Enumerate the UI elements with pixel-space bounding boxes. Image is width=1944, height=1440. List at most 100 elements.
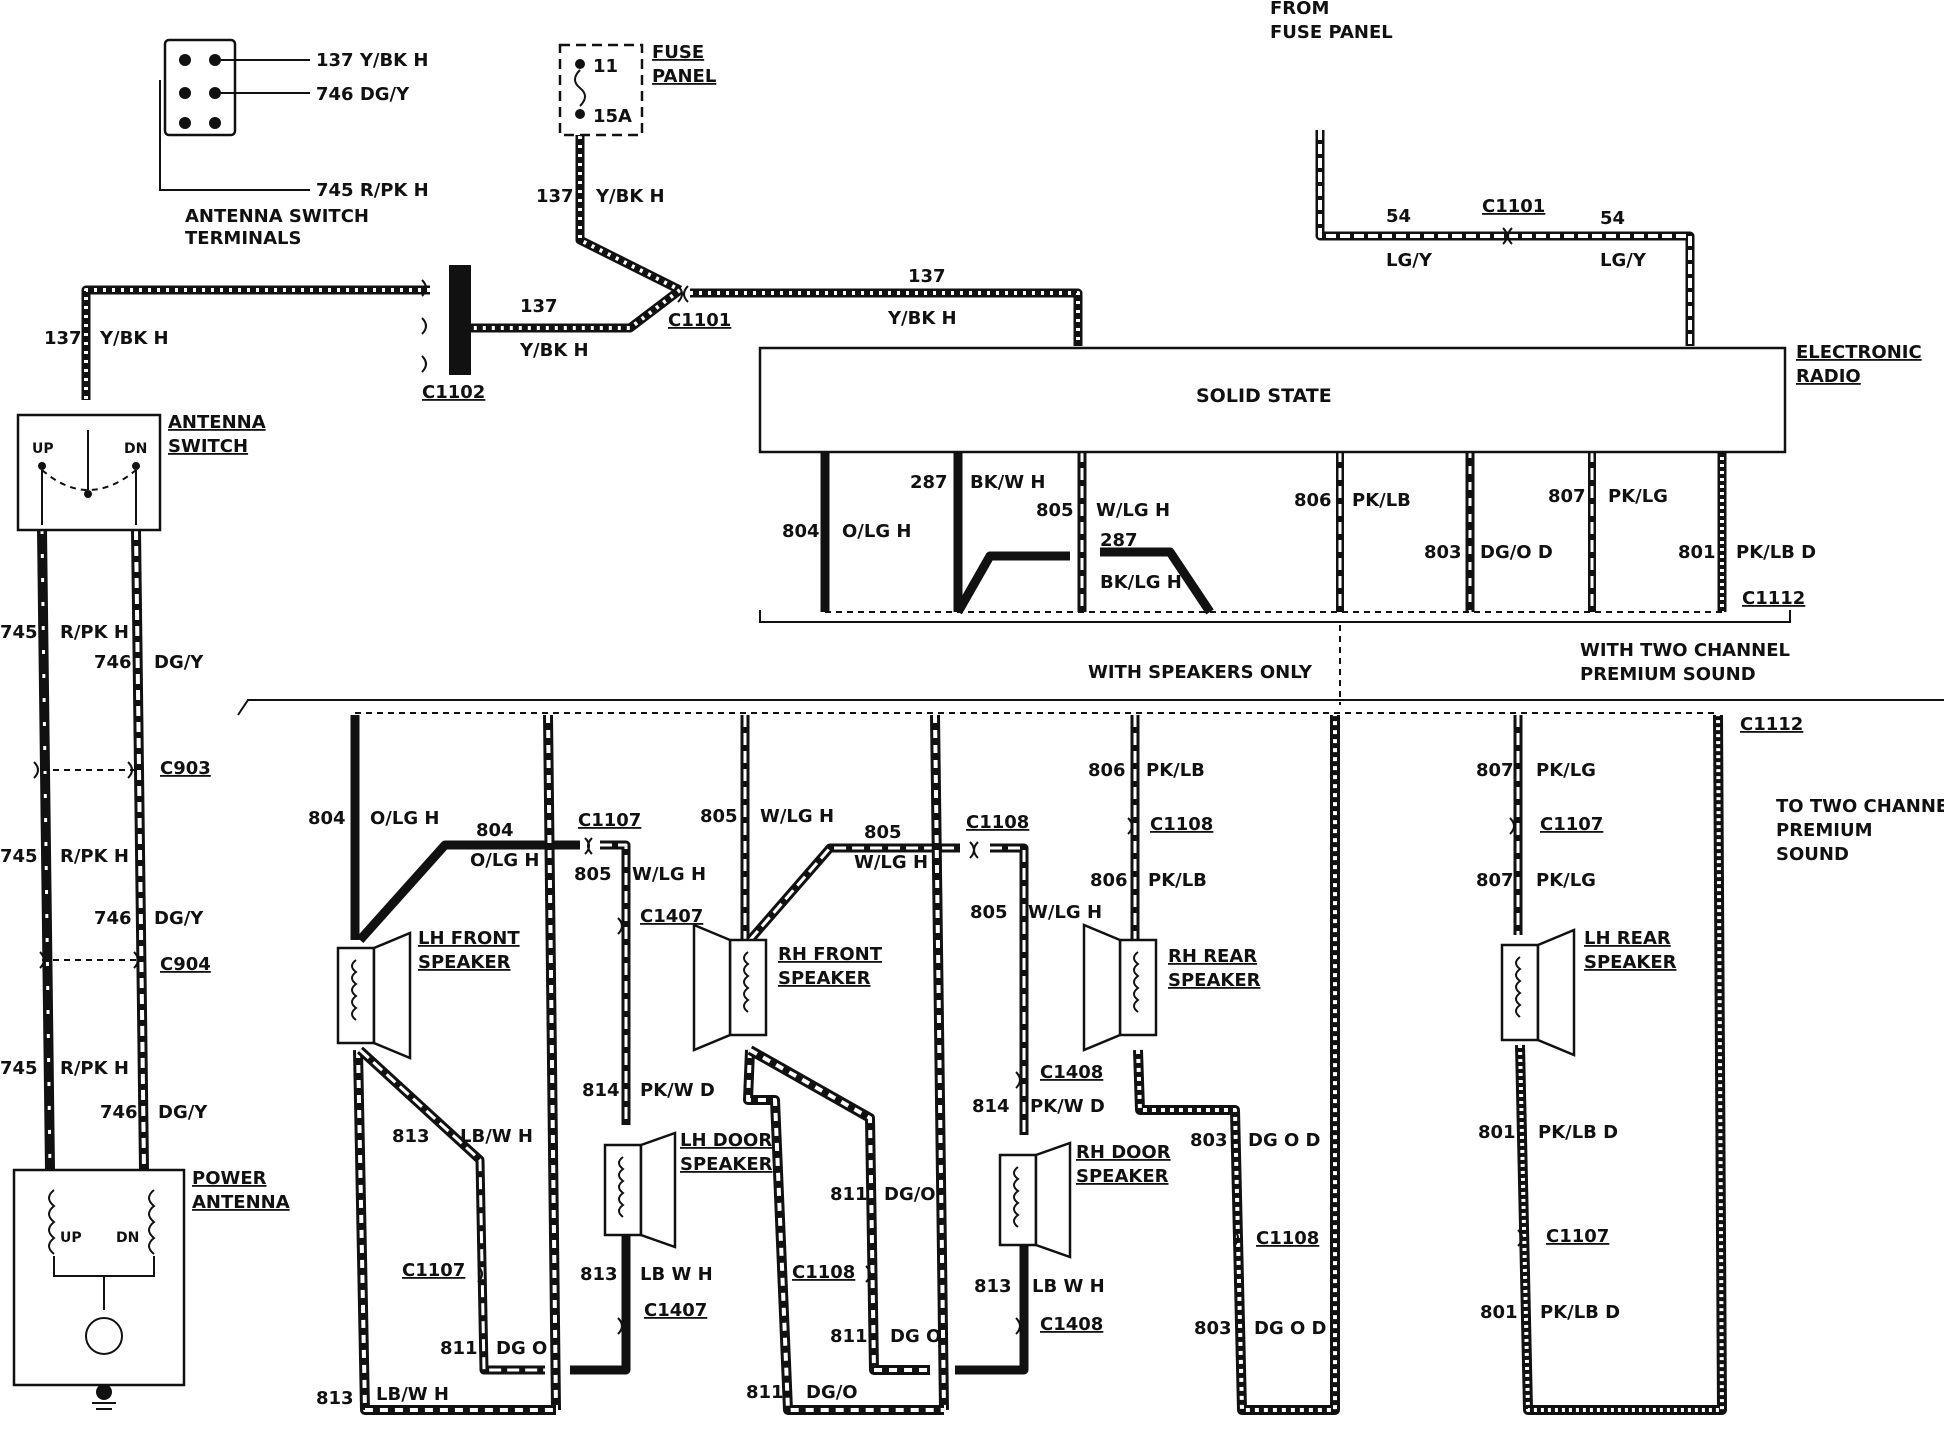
antenna-switch-terminals-label: ANTENNA SWITCH (185, 206, 369, 227)
rhf-dgo-b: DG O (890, 1326, 941, 1347)
color-yb-fuse: Y/BK H (595, 186, 665, 207)
electronic-radio-label: ELECTRONIC (1796, 342, 1922, 363)
rhf-811-b: 811 (830, 1326, 868, 1347)
radio-wlg: W/LG H (1096, 500, 1170, 521)
wire-137-c1101-c1102 (470, 286, 683, 333)
lh-rear-label-2: SPEAKER (1584, 952, 1677, 973)
rhf-814: 814 (972, 1096, 1010, 1117)
circuit-137-mid: 137 (520, 296, 558, 317)
antenna-switch-terminals (159, 38, 310, 191)
rhf-811-c: 811 (746, 1382, 784, 1403)
radio-803: 803 (1424, 542, 1462, 563)
lh-front-label: LH FRONT (418, 928, 520, 949)
lh-door-label: LH DOOR (680, 1130, 772, 1151)
rhf-dgo-a: DG/O (884, 1184, 936, 1205)
c1112-label-top: C1112 (1742, 588, 1805, 609)
radio-olg: O/LG H (842, 521, 911, 542)
rh-door-label: RH DOOR (1076, 1142, 1171, 1163)
rhf-805-a: 805 (700, 806, 738, 827)
radio-bkwh: BK/W H (970, 472, 1045, 493)
rh-door-label-2: SPEAKER (1076, 1166, 1169, 1187)
c1108-rhr: C1108 (1150, 814, 1213, 835)
to-two-channel-label: TO TWO CHANNEL (1776, 796, 1944, 817)
wire-745 (37, 529, 55, 1171)
wire-137-fuse (575, 118, 683, 295)
radio-807: 807 (1548, 486, 1586, 507)
rhr-803-b: 803 (1194, 1318, 1232, 1339)
power-antenna-up: UP (60, 1230, 82, 1246)
lhr-pklg-b: PK/LG (1536, 870, 1596, 891)
ant-746-c: 746 (100, 1102, 138, 1123)
antenna-switch (16, 413, 162, 532)
fuse-panel-label: FUSE (652, 42, 704, 63)
ant-745-b: 745 (0, 846, 38, 867)
lhf-804-b: 804 (476, 820, 514, 841)
antenna-switch-label-2: SWITCH (168, 436, 248, 457)
radio-801: 801 (1678, 542, 1716, 563)
ant-rpk-c: R/PK H (60, 1058, 129, 1079)
with-two-channel-label-2: PREMIUM SOUND (1580, 664, 1756, 685)
radio-out-wires (820, 450, 1727, 615)
lh-rear-wires (1513, 714, 1727, 1415)
rhf-pkwd: PK/W D (1030, 1096, 1105, 1117)
power-antenna-dn: DN (116, 1230, 139, 1246)
rhr-dgod-a: DG O D (1248, 1130, 1321, 1151)
connector-arcs (33, 227, 1523, 1335)
rhf-dgo-c: DG/O (806, 1382, 858, 1403)
fuse-rating: 15A (593, 106, 632, 127)
rhf-805-c: 805 (970, 902, 1008, 923)
lhf-813: 813 (392, 1126, 430, 1147)
wire-137-radio (690, 288, 1083, 346)
rh-front-speaker-icon (692, 923, 768, 1052)
circuit-54-b: 54 (1600, 208, 1625, 229)
c1408-b: C1408 (1040, 1314, 1103, 1335)
power-antenna (12, 1168, 186, 1410)
ant-rpk-b: R/PK H (60, 846, 129, 867)
wire-54-lgy (1315, 130, 1695, 346)
wires (37, 118, 1727, 1415)
lh-front-label-2: SPEAKER (418, 952, 511, 973)
color-yb-radio: Y/BK H (887, 308, 957, 329)
lhr-pklbd-a: PK/LB D (1538, 1122, 1618, 1143)
rhf-wlg-c: W/LG H (1028, 902, 1102, 923)
rh-rear-speaker-icon (1082, 923, 1158, 1052)
lhf-olg-b: O/LG H (470, 850, 539, 871)
lhf-811: 811 (440, 1338, 478, 1359)
radio-pklbd: PK/LB D (1736, 542, 1816, 563)
c1101-label: C1101 (668, 310, 731, 331)
ant-dgy-a: DG/Y (154, 652, 204, 673)
color-lgy-b: LG/Y (1600, 250, 1647, 271)
from-fuse-panel-label: FROM (1270, 0, 1329, 19)
rh-door-speaker-icon (998, 1141, 1072, 1259)
terminal-746-label: 746 DG/Y (316, 84, 410, 105)
rhr-pklb-b: PK/LB (1148, 870, 1207, 891)
lhr-801-a: 801 (1478, 1122, 1516, 1143)
c1107-lhf-b: C1107 (402, 1260, 465, 1281)
from-fuse-panel-label-2: FUSE PANEL (1270, 22, 1393, 43)
to-two-channel-label-2: PREMIUM (1776, 820, 1873, 841)
color-yb-left: Y/BK H (99, 328, 169, 349)
lhf-dgo: DG O (496, 1338, 547, 1359)
radio-804: 804 (782, 521, 820, 542)
c1407-a: C1407 (640, 906, 703, 927)
lhf-lbwh: LB/W H (460, 1126, 533, 1147)
ant-745-a: 745 (0, 622, 38, 643)
c904-label: C904 (160, 954, 211, 975)
electronic-radio-label-2: RADIO (1796, 366, 1861, 387)
rh-rear-label: RH REAR (1168, 946, 1257, 967)
radio-dgod: DG/O D (1480, 542, 1553, 563)
lhf-lbwh-c: LB/W H (376, 1384, 449, 1405)
rhf-813: 813 (974, 1276, 1012, 1297)
rhf-805-b: 805 (864, 822, 902, 843)
c1108-rhf-b: C1108 (792, 1262, 855, 1283)
radio-pklb: PK/LB (1352, 490, 1411, 511)
bus-lines (42, 265, 1944, 961)
power-antenna-label-2: ANTENNA (192, 1192, 290, 1213)
lhr-pklbd-b: PK/LB D (1540, 1302, 1620, 1323)
color-lgy-a: LG/Y (1386, 250, 1433, 271)
rh-front-label-2: SPEAKER (778, 968, 871, 989)
solid-state-label: SOLID STATE (1196, 385, 1332, 407)
to-two-channel-label-3: SOUND (1776, 844, 1849, 865)
with-two-channel-label: WITH TWO CHANNEL (1580, 640, 1790, 661)
